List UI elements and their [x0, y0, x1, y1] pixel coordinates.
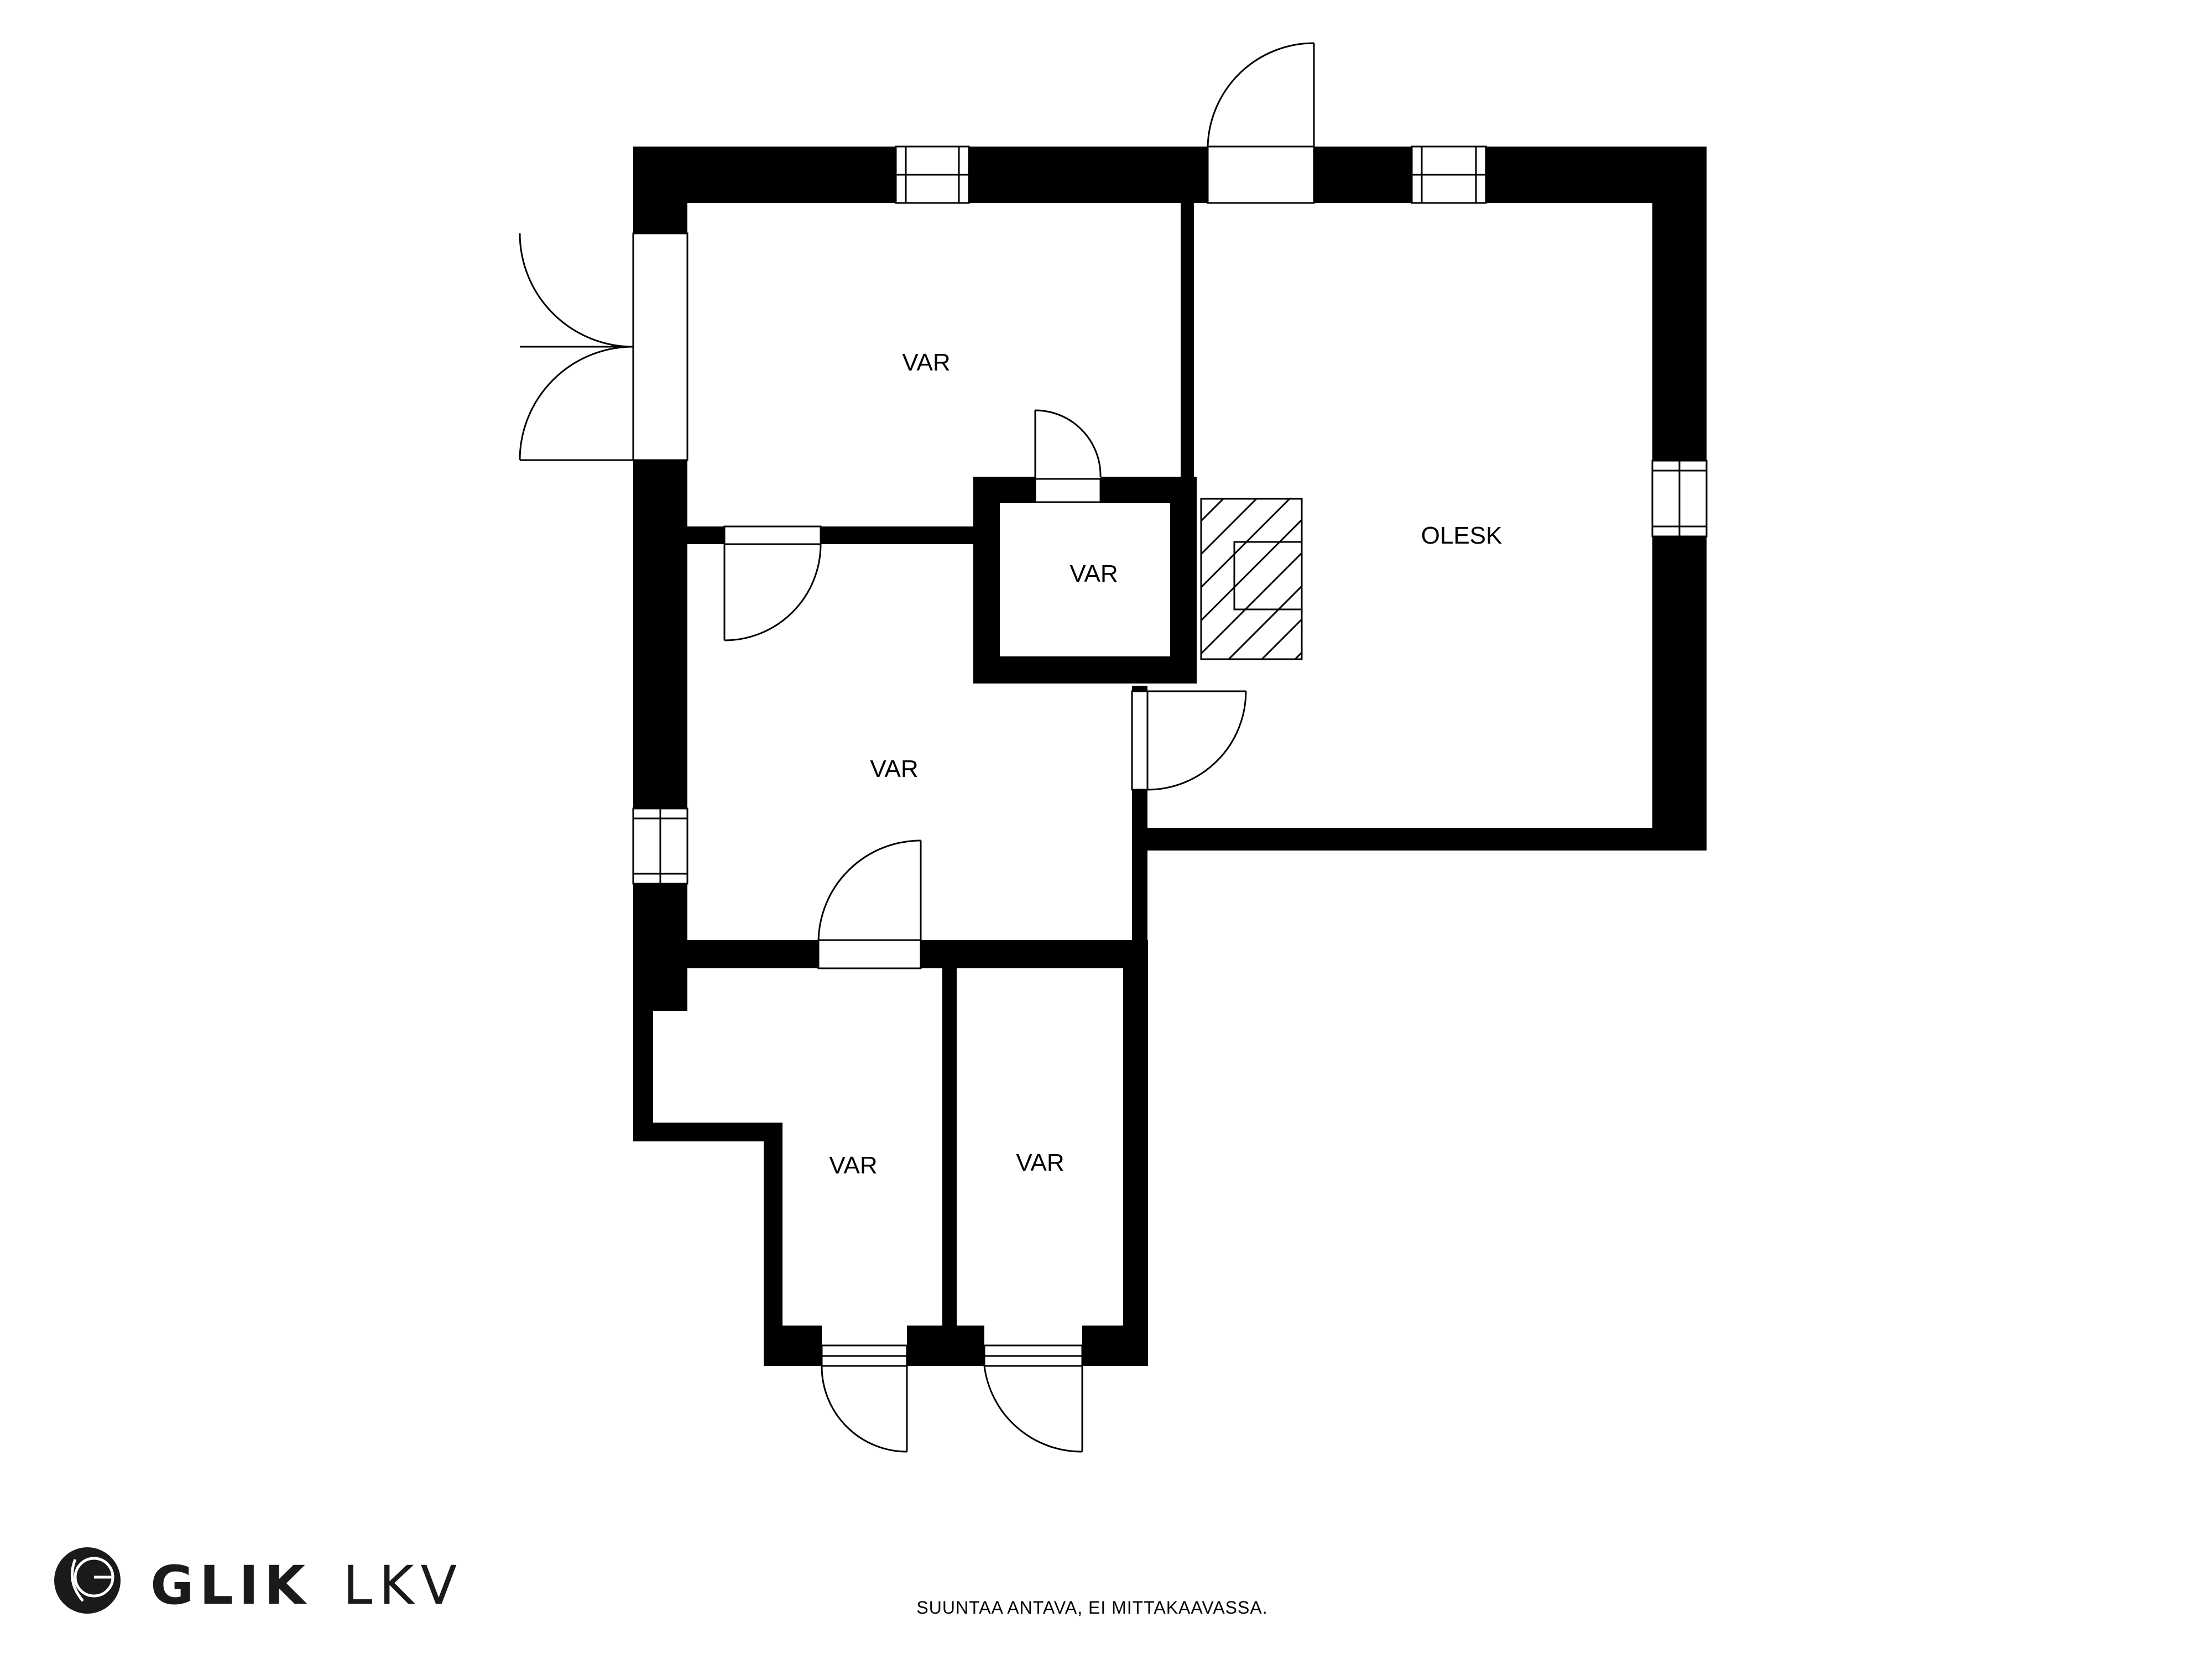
room-label-small-var: VAR [1070, 560, 1118, 587]
scale-disclaimer: SUUNTAA ANTAVA, EI MITTAKAAVASSA. [916, 1598, 1267, 1618]
walls [633, 147, 1707, 1366]
room-label-upper-var: VAR [902, 349, 950, 376]
door-small-var [1034, 409, 1102, 503]
room-label-lower-right-var: VAR [1016, 1149, 1064, 1176]
door-bottom-right [983, 1344, 1083, 1453]
door-upper-to-middle-var [723, 525, 822, 641]
door-top-exterior [1207, 42, 1315, 204]
doors [519, 42, 1315, 1453]
door-left-double [519, 232, 688, 461]
door-bottom-left [821, 1344, 908, 1453]
brand-name-bold: GLIK [150, 1554, 311, 1616]
door-middle-to-lower-var [817, 839, 922, 969]
brand-logo: GLIK LKV [54, 1547, 463, 1616]
fireplace [1200, 498, 1303, 660]
brand-name-light: LKV [343, 1554, 463, 1616]
room-label-lower-left-var: VAR [829, 1152, 877, 1179]
door-middle-var-to-olesk [1131, 690, 1247, 791]
room-label-middle-var: VAR [870, 755, 918, 782]
logo-mark-icon [54, 1547, 121, 1614]
room-label-olesk: OLESK [1421, 522, 1503, 549]
windows [632, 145, 1708, 885]
